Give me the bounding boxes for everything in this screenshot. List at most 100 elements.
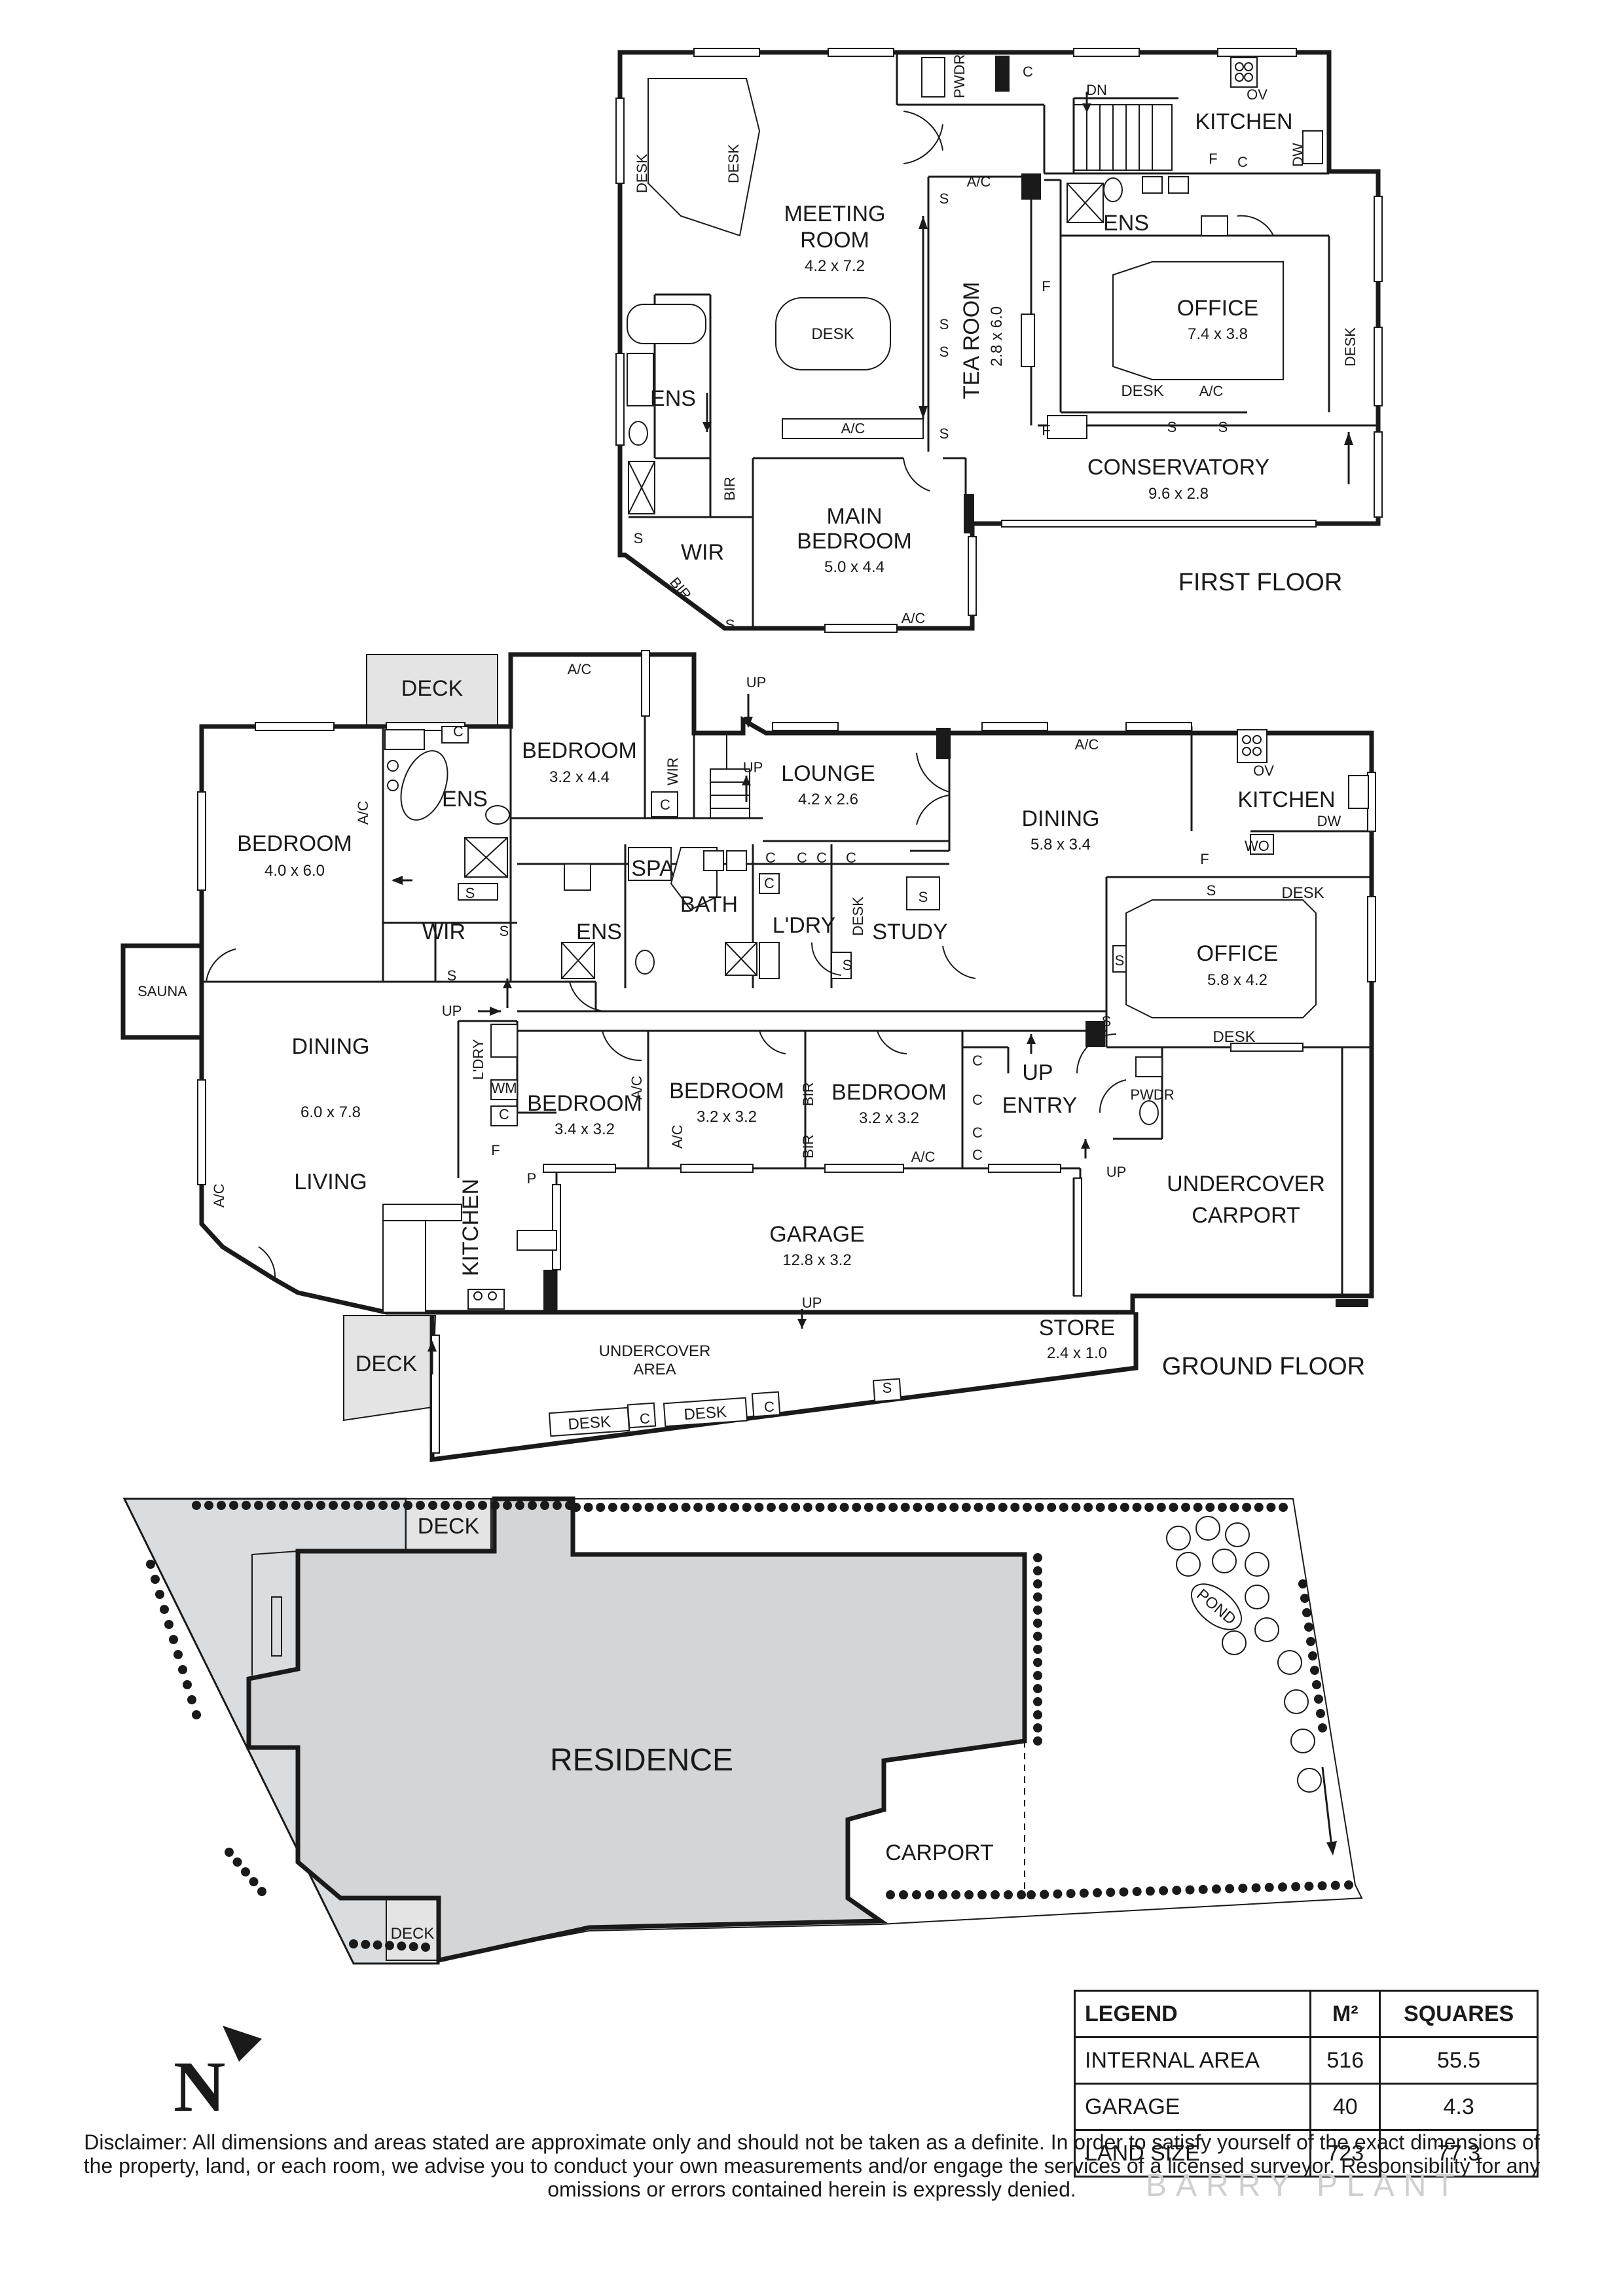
hedge-shrub — [1033, 1658, 1042, 1667]
hedge-shrub — [183, 1680, 192, 1689]
hedge-shrub — [1033, 1736, 1042, 1746]
hedge-shrub — [1047, 1503, 1057, 1512]
hedge-shrub — [279, 1501, 288, 1510]
hedge-shrub — [644, 1503, 654, 1512]
hedge-shrub — [705, 1503, 715, 1512]
north-indicator: N — [167, 2022, 272, 2126]
hedge-shrub — [1254, 1503, 1264, 1512]
site-side-feature — [271, 1596, 282, 1657]
ac-label: A/C — [355, 800, 371, 825]
c-label: C — [972, 1092, 983, 1108]
legend-cell: LAND SIZE — [1073, 2129, 1312, 2178]
up-label: UP — [1022, 1060, 1053, 1085]
hedge-shrub — [572, 1503, 581, 1512]
s-label: S — [1115, 952, 1125, 969]
bedroom-label: BEDROOM — [831, 1080, 947, 1105]
hedge-shrub — [1084, 1503, 1093, 1512]
hedge-shrub — [1033, 1645, 1042, 1654]
hedge-shrub — [1225, 1884, 1235, 1893]
bedroom-dims: 3.4 x 3.2 — [555, 1121, 615, 1138]
hedge-shrub — [1344, 1880, 1353, 1890]
hedge-shrub — [441, 1501, 450, 1510]
hedge-shrub — [1034, 1503, 1044, 1512]
hedge-shrub — [192, 1710, 201, 1719]
hedge-shrub — [242, 1501, 251, 1510]
dining-dims: 5.8 x 3.4 — [1030, 836, 1091, 853]
hedge-shrub — [366, 1501, 375, 1510]
laundry-label: L'DRY — [773, 913, 836, 938]
ac-label: A/C — [1075, 736, 1099, 753]
first-floor-solid-blocks — [964, 56, 1041, 533]
hedge-shrub — [1318, 1723, 1327, 1732]
hedge-shrub — [1033, 1723, 1042, 1732]
hedge-shrub — [291, 1501, 301, 1510]
hedge-shrub — [329, 1501, 338, 1510]
hedge-shrub — [478, 1501, 487, 1510]
ac-label: A/C — [629, 1075, 645, 1100]
hedge-shrub — [1279, 1503, 1288, 1512]
hedge-shrub — [1198, 1884, 1208, 1894]
hedge-shrub — [354, 1501, 363, 1510]
hedge-shrub — [254, 1501, 263, 1510]
meeting-room-label-2: ROOM — [800, 228, 869, 253]
ac-label: A/C — [669, 1124, 685, 1149]
office-dims: 5.8 x 4.2 — [1207, 971, 1267, 989]
hedge-shrub — [964, 1890, 974, 1899]
up-label: UP — [802, 1295, 822, 1311]
bir-label: BIR — [666, 574, 695, 603]
store-label: STORE — [1039, 1316, 1116, 1340]
hedge-shrub — [155, 1590, 164, 1599]
hedge-shrub — [1033, 1566, 1042, 1575]
s-label: S — [883, 1380, 892, 1396]
ac-label: A/C — [211, 1183, 227, 1208]
site-inner-line — [251, 1551, 299, 1676]
bir-label: BIR — [800, 1134, 816, 1158]
f-label: F — [1042, 422, 1050, 439]
hedge-shrub — [1310, 1666, 1319, 1675]
disclaimer-text: Disclaimer: All dimensions and areas sta… — [83, 2130, 1541, 2201]
main-bedroom-label-2: BEDROOM — [797, 529, 912, 554]
dn-label: DN — [1086, 82, 1107, 98]
bedroom-dims: 4.0 x 6.0 — [264, 862, 325, 880]
hedge-shrub — [1033, 1592, 1042, 1602]
hedge-shrub — [421, 1943, 430, 1952]
c-label: C — [972, 1124, 983, 1141]
meeting-room-dims: 4.2 x 7.2 — [805, 257, 865, 275]
bir-label: BIR — [721, 476, 738, 501]
legend-cell: GARAGE — [1073, 2083, 1312, 2131]
hedge-shrub — [1093, 1888, 1103, 1897]
dining-label: DINING — [1022, 806, 1100, 831]
legend-header: M² — [1309, 1990, 1381, 2038]
ens-right-label: ENS — [1103, 211, 1149, 236]
bedroom-dims: 3.2 x 3.2 — [697, 1108, 757, 1126]
hedge-shrub — [403, 1501, 412, 1510]
first-floor-title: FIRST FLOOR — [1178, 569, 1343, 596]
wir-label: WIR — [422, 920, 465, 944]
c-label: C — [846, 850, 856, 866]
hedge-shrub — [1033, 1579, 1042, 1588]
hedge-shrub — [1304, 1881, 1314, 1891]
first-floor-windows — [615, 48, 1383, 633]
desk-label: DESK — [634, 154, 650, 193]
hedge-shrub — [1205, 1503, 1215, 1512]
s-label: S — [1167, 419, 1177, 435]
hedge-shrub — [1033, 1605, 1042, 1615]
hedge-shrub — [730, 1503, 740, 1512]
first-floor-fixtures — [627, 57, 1353, 514]
ground-floor-labels: DECK BEDROOM 4.0 x 6.0 ENS WIR BEDROOM 3… — [137, 661, 1365, 1433]
undercover-area-outline — [429, 1312, 1139, 1462]
dw-label: DW — [1290, 143, 1306, 167]
hedge-shrub — [951, 1890, 960, 1899]
desk-label: DESK — [1213, 1028, 1255, 1046]
hedge-shrub — [657, 1503, 666, 1512]
hedge-shrub — [864, 1503, 873, 1512]
s-label: S — [465, 885, 475, 901]
hedge-shrub — [503, 1501, 512, 1510]
wo-label: WO — [1245, 838, 1269, 854]
hedge-shrub — [1211, 1884, 1221, 1894]
hedge-shrub — [681, 1503, 691, 1512]
hedge-shrub — [1306, 1637, 1315, 1646]
hedge-shrub — [1145, 1886, 1155, 1896]
watermark-logo: BARRY PLANT — [1146, 2168, 1464, 2203]
